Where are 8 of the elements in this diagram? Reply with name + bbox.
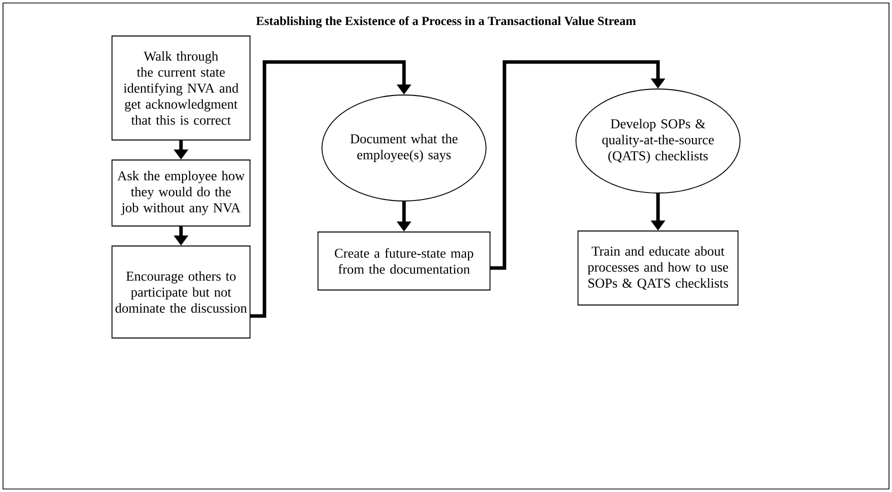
arrow [250, 60, 412, 318]
title: Establishing the Existence of a Process in a Transactional Value Stream [256, 16, 636, 28]
process-box: Encourage others to participate but not dominate the discussion [112, 246, 250, 338]
process-box: Walk through the current state identifying NVA and get acknowledgment that this is correct [112, 36, 250, 140]
process-box: Train and educate about processes and how to use SOPs & QATS checklists [578, 230, 738, 306]
arrow [490, 60, 666, 270]
process-box: Ask the employee how they would do the job without any NVA [112, 160, 250, 226]
process-box: Create a future-state map from the documentation [318, 232, 490, 290]
